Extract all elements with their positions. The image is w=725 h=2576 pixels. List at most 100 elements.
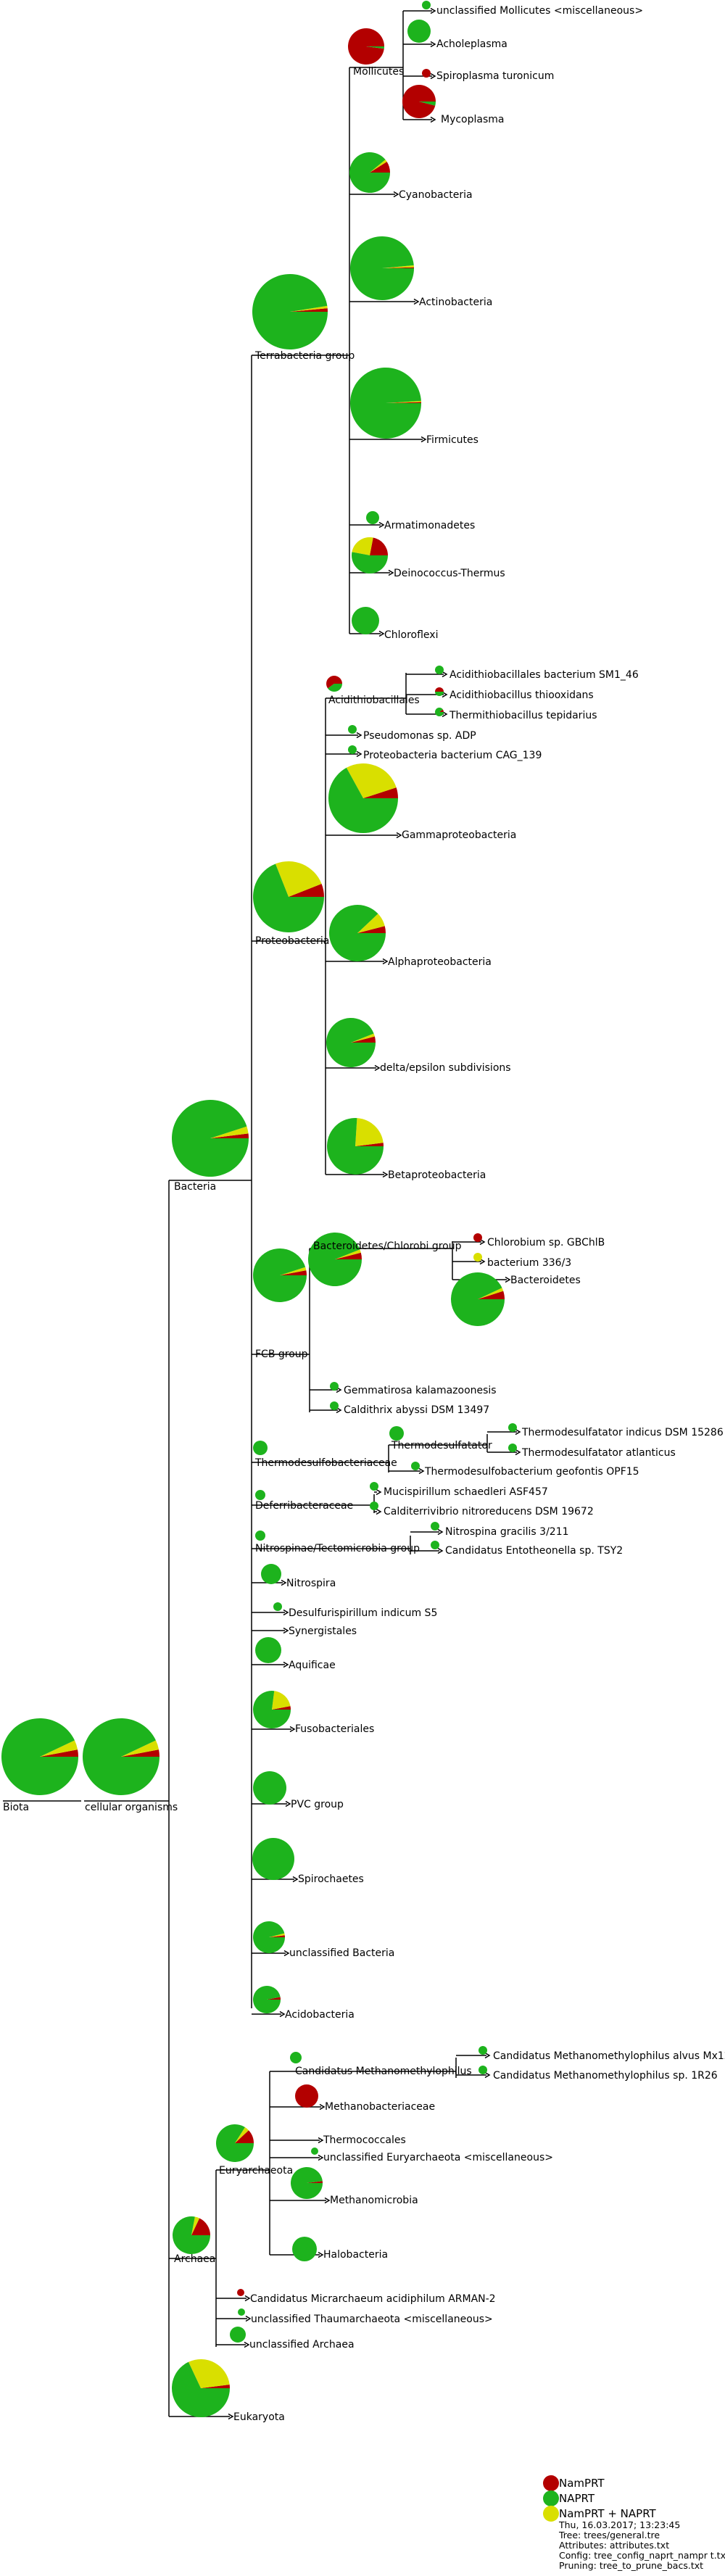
gemmatirosa-label: Gemmatirosa kalamazoonesis <box>344 1385 497 1396</box>
cellular-slice <box>83 1718 160 1795</box>
eukaryota-slice <box>172 2361 230 2417</box>
pseudomonas-slice <box>348 725 357 734</box>
mollicutes-pie <box>347 28 384 65</box>
spiroplasma-pie <box>422 69 431 78</box>
firmicutes-pie <box>349 367 421 439</box>
unclassified_bacteria-label: unclassified Bacteria <box>289 1947 394 1959</box>
pvc-label: PVC group <box>291 1799 344 1810</box>
alpha-slice <box>357 926 386 933</box>
unclassified_bacteria-pie <box>253 1921 285 1953</box>
gemmatirosa-slice <box>330 1382 339 1391</box>
thermo_geofontis-label: Thermodesulfobacterium geofontis OPF15 <box>424 1466 639 1478</box>
nitrospina-pie <box>431 1522 439 1531</box>
thermodesulfobacteriaceae-pie <box>253 1441 268 1455</box>
edge-arrow <box>319 2103 326 2111</box>
acidithio_sm1-slice <box>435 666 444 674</box>
biota-pie <box>1 1718 79 1795</box>
firmicutes-slice <box>386 400 421 403</box>
nitrospira-slice <box>261 1564 281 1584</box>
unclassified_mollicutes-label: unclassified Mollicutes <miscellaneous> <box>436 5 643 17</box>
legend-item-label: NamPRT + NAPRT <box>559 2507 657 2520</box>
edge-arrow <box>378 630 385 637</box>
proteobacteria-label: Proteobacteria <box>255 935 329 947</box>
bacterium336-pie <box>473 1253 482 1262</box>
synergistales-label: Synergistales <box>289 1625 357 1637</box>
fcb-pie <box>253 1248 307 1302</box>
halobacteria-pie <box>292 2237 317 2261</box>
terrabacteria-slice <box>252 274 328 350</box>
unclassified_euryarchaeota-label: unclassified Euryarchaeota <miscellaneou… <box>323 2152 553 2163</box>
gamma-slice <box>363 787 398 798</box>
desulfurispirillum-label: Desulfurispirillum indicum S5 <box>289 1607 437 1619</box>
meta-config: Config: tree_config_naprt_nampr t.txt <box>559 2550 725 2561</box>
acidithio_sm1-pie <box>435 666 444 674</box>
methanobacteriaceae-slice <box>295 2084 318 2108</box>
mollicutes-slice <box>366 46 384 49</box>
edge-arrow <box>437 1528 444 1536</box>
mycoplasma-slice <box>402 84 436 118</box>
gemmatirosa-pie <box>330 1382 339 1391</box>
fcb-slice <box>253 1248 307 1302</box>
edge-arrow <box>244 2341 250 2348</box>
halobacteria-slice <box>292 2237 317 2261</box>
meta-attributes: Attributes: attributes.txt <box>559 2540 669 2551</box>
entotheonella-pie <box>431 1541 439 1549</box>
bacteria-slice <box>210 1133 249 1138</box>
euryarchaeota-label: Euryarchaeota <box>219 2165 293 2177</box>
legend-swatch <box>543 2490 559 2506</box>
nitrospinae-slice <box>255 1531 265 1541</box>
methanobacteriaceae-pie <box>295 2084 318 2108</box>
edge-arrow <box>279 2010 286 2018</box>
acidithio_thiooxidans-slice <box>435 692 444 696</box>
edge-arrow <box>437 1547 444 1554</box>
edge-arrow <box>430 41 436 48</box>
unclassified_bacteria-slice <box>269 1935 285 1937</box>
alpha-label: Alphaproteobacteria <box>388 956 492 968</box>
gamma-label: Gammaproteobacteria <box>402 829 516 841</box>
thermithio-slice <box>435 707 444 716</box>
edge-arrow <box>336 1407 342 1414</box>
unclassified_euryarchaeota-pie <box>311 2148 318 2155</box>
edge-arrow <box>396 832 402 839</box>
nitrospinae-label: Nitrospinae/Tectomicrobia group <box>255 1543 420 1554</box>
beta-pie <box>327 1118 384 1175</box>
delta-slice <box>351 1033 375 1043</box>
fusobacteriales-pie <box>253 1691 291 1728</box>
desulfurispirillum-pie <box>273 1602 282 1611</box>
thaumarchaeota-label: unclassified Thaumarchaeota <miscellaneo… <box>251 2314 493 2325</box>
actinobacteria-slice <box>349 236 414 300</box>
thermo_geofontis-pie <box>411 1462 420 1470</box>
methanomethylophilus-label: Candidatus Methanomethylophilus <box>295 2066 472 2077</box>
entotheonella-label: Candidatus Entotheonella sp. TSY2 <box>445 1545 623 1557</box>
unclassified_archaea-label: unclassified Archaea <box>249 2339 355 2351</box>
legend-item-label: NAPRT <box>559 2492 595 2505</box>
chlorobium-slice <box>473 1233 482 1242</box>
bacteria-slice <box>210 1126 249 1138</box>
thaumarchaeota-slice <box>238 2308 245 2316</box>
cyanobacteria-slice <box>370 161 390 173</box>
edge-arrow <box>245 2315 252 2322</box>
thermithio-label: Thermithiobacillus tepidarius <box>449 710 597 721</box>
thermo_atlanticus-label: Thermodesulfatator atlanticus <box>521 1447 676 1459</box>
acidobacteria-slice <box>253 1986 281 2013</box>
edge-arrow <box>289 1726 296 1733</box>
biota-slice <box>40 1749 78 1757</box>
bacteroidetes_chlorobi-slice <box>335 1252 362 1259</box>
mm_alvus-slice <box>478 2046 487 2055</box>
thermodesulfobacteriaceae-slice <box>253 1441 268 1455</box>
biota-slice <box>1 1718 79 1795</box>
micrarchaeum-label: Candidatus Micrarchaeum acidiphilum ARMA… <box>250 2293 496 2305</box>
desulfurispirillum-slice <box>273 1602 282 1611</box>
edge-arrow <box>393 191 399 198</box>
unclassified_mollicutes-slice <box>422 1 431 9</box>
bacteroidetes_chlorobi-label: Bacteroidetes/Chlorobi group <box>313 1241 462 1252</box>
edge-arrow <box>283 1950 290 1957</box>
eukaryota-slice <box>188 2358 230 2388</box>
spiroplasma-slice <box>422 69 431 78</box>
pvc-slice <box>253 1771 286 1805</box>
edge-arrow <box>430 7 436 15</box>
armatimonadetes-label: Armatimonadetes <box>384 520 475 531</box>
mucispirillum-slice <box>370 1482 378 1491</box>
nitrospina-slice <box>431 1522 439 1531</box>
bacteroidetes-slice <box>478 1288 504 1299</box>
